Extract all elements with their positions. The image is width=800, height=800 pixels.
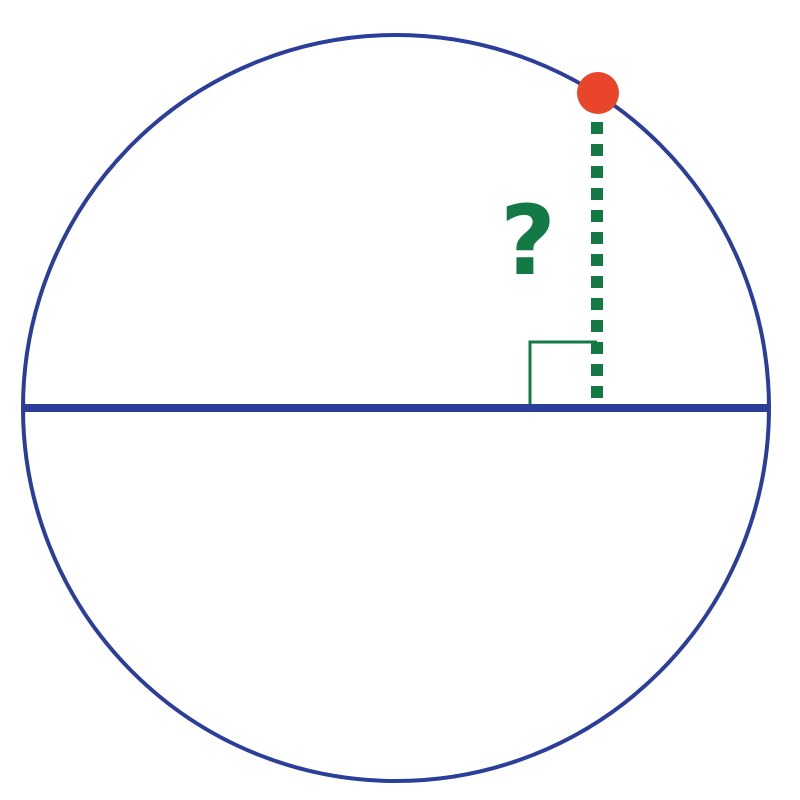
unknown-height-label: ? xyxy=(500,185,556,297)
point-on-circle xyxy=(577,72,619,114)
right-angle-marker xyxy=(528,340,597,404)
